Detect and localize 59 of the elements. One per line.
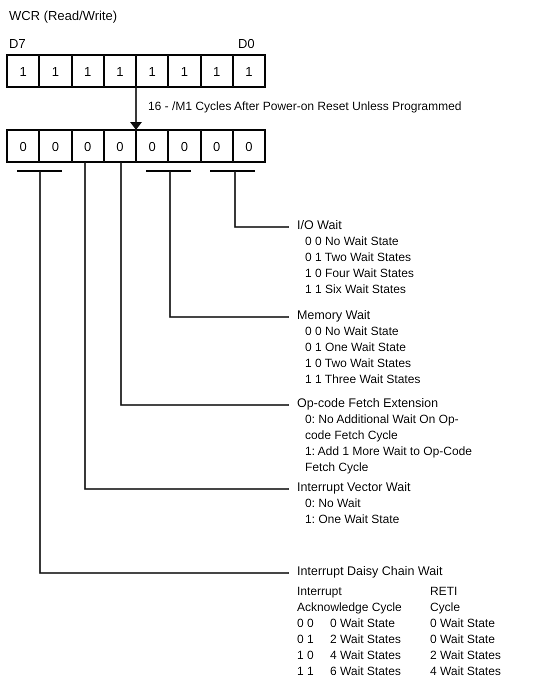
bit-cell: 0	[40, 131, 72, 161]
bit-cell: 0	[8, 131, 40, 161]
bit-cell: 0	[169, 131, 202, 161]
edge-label: 16 - /M1 Cycles After Power-on Reset Unless Programmed	[148, 99, 462, 113]
field-value: 1 0 Four Wait States	[304, 265, 414, 281]
table-cell: 0 Wait State	[430, 615, 495, 631]
bit-cell: 0	[202, 131, 234, 161]
register-box	[6, 129, 266, 163]
bit-cell: 1	[104, 56, 137, 86]
field-value: 0 1 One Wait State	[304, 339, 407, 355]
column-header: Interrupt Acknowledge Cycle	[297, 583, 403, 615]
bit-cell: 1	[8, 56, 40, 86]
leader-line	[169, 172, 289, 318]
field-value: 0 0 No Wait State	[304, 323, 400, 339]
table-cell: 0 0	[297, 615, 314, 631]
field-value: 0 0 No Wait State	[304, 233, 400, 249]
bit-cell: 1	[169, 56, 202, 86]
field-value: 0: No Additional Wait On Op-code Fetch Cycle	[304, 411, 460, 443]
table-cell: 1 0	[297, 647, 314, 663]
field-value: 1 1 Three Wait States	[304, 371, 420, 387]
column-header: RETI Cycle	[430, 583, 462, 615]
table-cell: 6 Wait States	[330, 663, 401, 679]
table-cell: 4 Wait States	[430, 663, 501, 679]
bit-cell: 1	[72, 56, 105, 86]
table-cell: 4 Wait States	[330, 647, 401, 663]
field-value: 1 1 Six Wait States	[304, 281, 407, 297]
leader-line	[84, 163, 289, 490]
bit-label: D7	[9, 36, 26, 51]
bit-label: D0	[238, 36, 255, 51]
field-value: 1: Add 1 More Wait to Op-Code Fetch Cycle	[304, 443, 473, 475]
register-title: WCR (Read/Write)	[9, 8, 118, 23]
leader-line	[39, 172, 289, 574]
table-cell: 0 Wait State	[330, 615, 395, 631]
field-heading: Interrupt Vector Wait	[297, 479, 410, 495]
bit-cell: 1	[40, 56, 72, 86]
field-heading: Interrupt Daisy Chain Wait	[297, 563, 442, 579]
bit-cell: 0	[72, 131, 105, 161]
bit-cell: 1	[137, 56, 170, 86]
leader-line	[120, 163, 289, 406]
table-cell: 2 Wait States	[330, 631, 401, 647]
table-cell: 2 Wait States	[430, 647, 501, 663]
register-box	[6, 54, 266, 88]
bit-cell: 1	[202, 56, 234, 86]
field-value: 1 0 Two Wait States	[304, 355, 412, 371]
field-value: 0 1 Two Wait States	[304, 249, 412, 265]
bit-cell: 0	[137, 131, 170, 161]
bit-cell: 0	[234, 131, 264, 161]
bit-cell: 1	[234, 56, 264, 86]
field-value: 0: No Wait	[304, 495, 362, 511]
field-heading: I/O Wait	[297, 217, 343, 233]
arrow	[130, 88, 142, 130]
field-heading: Op-code Fetch Extension	[297, 395, 440, 411]
leader-line	[234, 172, 289, 228]
table-cell: 0 Wait State	[430, 631, 495, 647]
table-cell: 1 1	[297, 663, 314, 679]
table-cell: 0 1	[297, 631, 314, 647]
field-value: 1: One Wait State	[304, 511, 400, 527]
field-heading: Memory Wait	[297, 307, 372, 323]
bit-cell: 0	[104, 131, 137, 161]
